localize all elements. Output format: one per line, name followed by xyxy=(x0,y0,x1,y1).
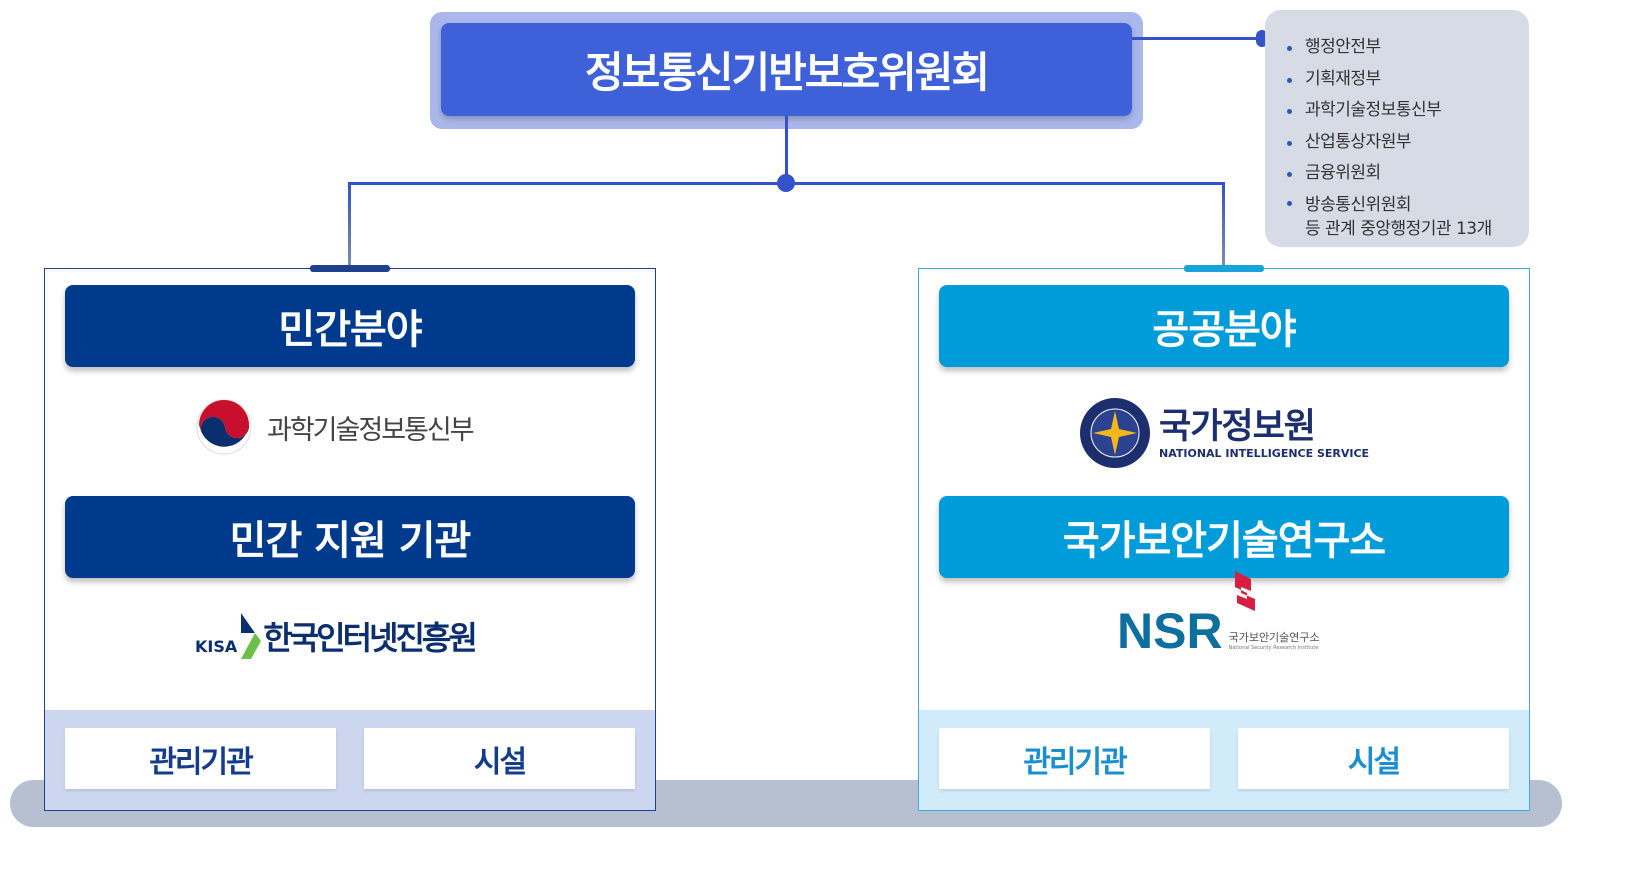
connector xyxy=(348,182,351,268)
taeguk-icon xyxy=(196,399,252,455)
kisa-k-icon xyxy=(241,613,262,659)
private-sector-panel: 민간분야 과학기술정보통신부 민간 지원 기관 KISA 한국인터넷진흥원 관리… xyxy=(44,265,656,811)
private-agency-button[interactable]: 관리기관 xyxy=(65,728,336,789)
nsr-header: 국가보안기술연구소 xyxy=(939,496,1509,578)
member-text: 방송통신위원회 xyxy=(1305,194,1411,215)
nis-logo-en: NATIONAL INTELLIGENCE SERVICE xyxy=(1159,446,1370,460)
kisa-logo-ko: 한국인터넷진흥원 xyxy=(263,619,478,657)
kisa-logo: KISA 한국인터넷진흥원 xyxy=(195,611,478,661)
kisa-logo-en: KISA xyxy=(195,636,238,656)
member-text: 등 관계 중앙행정기관 13개 xyxy=(1305,218,1492,239)
nsr-logo-en: National Security Research Institute xyxy=(1228,645,1319,651)
public-sector-header: 공공분야 xyxy=(939,285,1509,367)
member-item: 금융위원회 xyxy=(1285,158,1529,190)
public-footer: 관리기관 시설 xyxy=(919,710,1529,810)
nsr-logo: NSR 국가보안기술연구소 National Security Research… xyxy=(1117,571,1320,659)
panel-tab xyxy=(1184,265,1264,272)
private-facility-button[interactable]: 시설 xyxy=(364,728,635,789)
committee-title: 정보통신기반보호위원회 xyxy=(441,23,1132,116)
nis-seal-icon xyxy=(1080,398,1150,468)
member-item: 과학기술정보통신부 xyxy=(1285,95,1529,127)
panel-tab xyxy=(310,265,390,272)
msit-logo-text: 과학기술정보통신부 xyxy=(267,414,475,446)
private-sector-header: 민간분야 xyxy=(65,285,635,367)
member-item: 기획재정부 xyxy=(1285,64,1529,96)
connector-dot xyxy=(777,174,795,192)
private-footer: 관리기관 시설 xyxy=(45,710,655,810)
connector xyxy=(785,116,788,183)
member-item: 행정안전부 xyxy=(1285,32,1529,64)
member-item: 산업통상자원부 xyxy=(1285,127,1529,159)
nsr-mark-icon xyxy=(1235,571,1255,611)
connector xyxy=(1132,37,1262,40)
public-facility-button[interactable]: 시설 xyxy=(1238,728,1509,789)
public-agency-button[interactable]: 관리기관 xyxy=(939,728,1210,789)
private-support-header: 민간 지원 기관 xyxy=(65,496,635,578)
nsr-logo-ko: 국가보안기술연구소 xyxy=(1228,631,1320,644)
msit-logo: 과학기술정보통신부 xyxy=(195,395,475,459)
member-list: 행정안전부 기획재정부 과학기술정보통신부 산업통상자원부 금융위원회 방송통신… xyxy=(1265,10,1529,247)
nsr-logo-text: NSR xyxy=(1117,603,1223,659)
nis-logo: 국가정보원 NATIONAL INTELLIGENCE SERVICE xyxy=(1079,397,1369,469)
nis-logo-ko: 국가정보원 xyxy=(1159,406,1316,447)
connector xyxy=(1222,182,1225,268)
public-sector-panel: 공공분야 국가정보원 NATIONAL INTELLIGENCE SERVICE… xyxy=(918,265,1530,811)
